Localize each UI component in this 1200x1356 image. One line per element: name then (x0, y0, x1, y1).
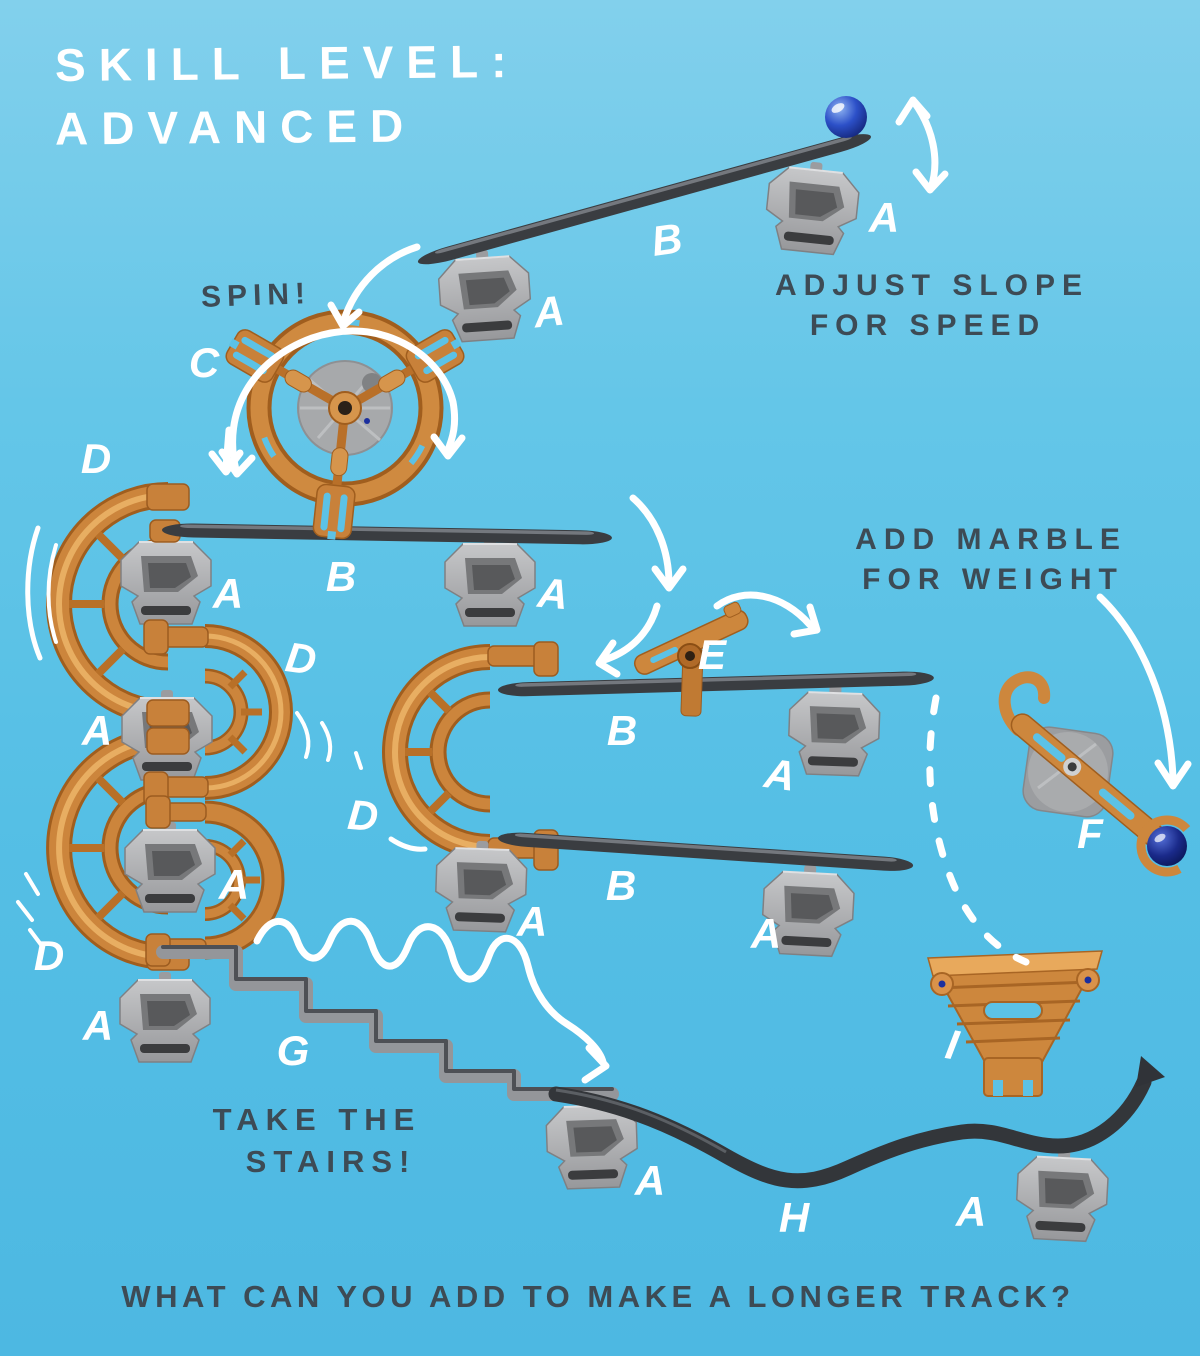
adjust-slope-arrow (895, 96, 949, 194)
wall-mount (435, 245, 534, 345)
to-lever-arrow (1096, 593, 1192, 790)
spinner-wheel (225, 309, 465, 540)
note-add-marble-line1: ADD MARBLE (855, 523, 1127, 556)
part-label-d: D (80, 435, 112, 482)
part-label-h: H (778, 1194, 810, 1241)
wall-mount (120, 533, 212, 625)
rail-drop-arrow (629, 494, 687, 592)
wall-mount (444, 535, 536, 627)
note-question: WHAT CAN YOU ADD TO MAKE A LONGER TRACK? (121, 1279, 1075, 1314)
part-label-a: A (531, 286, 567, 337)
wall-mount (761, 156, 863, 258)
part-label-a: A (82, 1002, 114, 1049)
part-label-a: A (212, 570, 244, 617)
funnel (927, 950, 1103, 1097)
part-label-a: A (81, 707, 113, 754)
motion-marks (16, 525, 428, 948)
part-label-a: A (634, 1157, 666, 1204)
part-label-b: B (648, 214, 686, 265)
pivot-connector (633, 601, 749, 717)
part-label-d: D (33, 932, 65, 979)
note-spin: SPIN! (200, 277, 312, 314)
part-label-a: A (516, 898, 548, 945)
note-adjust-slope-line1: ADJUST SLOPE (774, 269, 1090, 302)
title-line-2: ADVANCED (54, 99, 417, 155)
part-label-g: G (276, 1027, 310, 1074)
part-label-a: A (868, 194, 900, 241)
annotation-arrows (16, 96, 1192, 1084)
title-line-1: SKILL LEVEL: (54, 34, 520, 92)
right-flow-arrow (713, 591, 821, 638)
part-label-c: C (188, 339, 220, 386)
curve-track-serpentine (46, 482, 293, 970)
wall-mount (786, 682, 882, 778)
lever-arm (998, 671, 1198, 877)
note-take-stairs-line1: TAKE THE (212, 1102, 422, 1137)
note-take-stairs-line2: STAIRS! (245, 1144, 417, 1179)
part-label-f: F (1077, 810, 1103, 857)
marble (825, 96, 867, 138)
stairs-track (156, 945, 619, 1101)
stairs-squiggle-arrow (253, 917, 610, 1084)
flex-tube (548, 1056, 1165, 1189)
rail-to-spinner-arrow (327, 243, 421, 330)
tube-arrowhead (1136, 1056, 1165, 1087)
down-to-curves-arrow (208, 426, 244, 476)
part-label-a: A (750, 910, 782, 957)
left-flow-arrow (595, 602, 661, 678)
curve-track-middle (382, 641, 559, 871)
note-adjust-slope-line2: FOR SPEED (809, 309, 1047, 342)
wall-mount (124, 821, 216, 913)
rail-fourth (497, 831, 914, 873)
part-label-b: B (325, 553, 357, 600)
part-label-e: E (697, 631, 727, 678)
note-add-marble-line2: FOR WEIGHT (862, 563, 1124, 596)
part-label-b: B (605, 862, 637, 909)
part-label-d: D (345, 790, 381, 841)
part-label-a: A (535, 568, 571, 619)
rail-second (161, 523, 613, 545)
part-label-a: A (955, 1188, 987, 1235)
wall-mount (119, 971, 211, 1063)
drop-to-funnel-dashed-path (926, 694, 1030, 966)
part-label-b: B (606, 707, 638, 754)
wall-mount (1013, 1146, 1111, 1244)
part-label-a: A (218, 861, 250, 908)
